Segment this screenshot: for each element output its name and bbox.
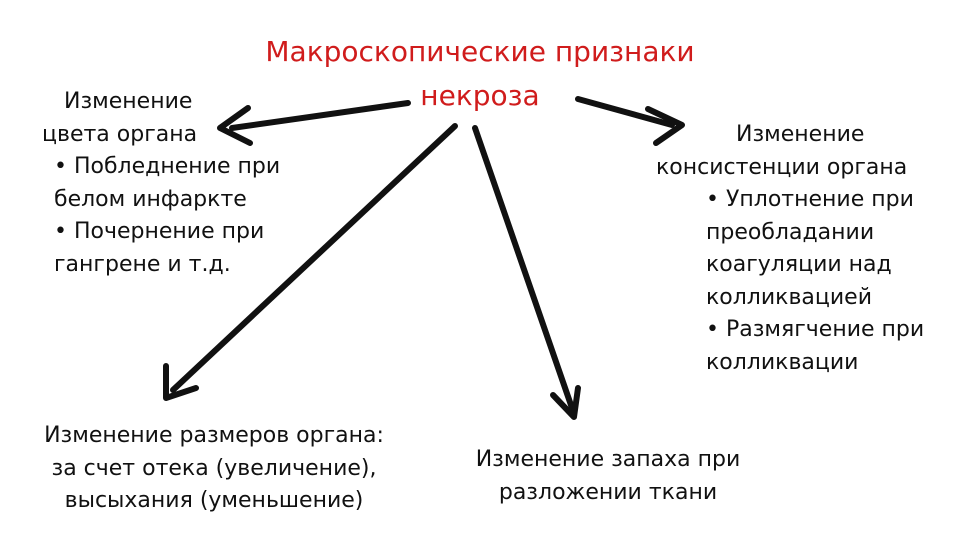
size-change-block: Изменение размеров органа: за счет отека…: [14, 420, 414, 518]
arrowhead-consistency-change: [645, 106, 685, 146]
arrowhead-smell-change: [550, 385, 581, 420]
consistency-item-1-cont-a: преобладании: [706, 219, 875, 245]
diagram-title: Макроскопические признаки некроза: [200, 30, 760, 118]
arrow-to-consistency-change: [575, 96, 675, 128]
size-change-line-3: высыхания (уменьшение): [64, 488, 364, 513]
consistency-item-1: • Уплотнение при: [706, 187, 914, 212]
consistency-item-1-cont-c: колликвацией: [706, 284, 873, 310]
arrow-to-color-change: [229, 100, 411, 131]
color-change-heading-2: цвета органа: [42, 121, 198, 147]
color-change-heading-1: Изменение: [64, 89, 193, 114]
color-change-item-1: • Побледнение при: [54, 154, 281, 179]
arrowhead-size-change: [163, 363, 199, 401]
title-line-2: некроза: [420, 79, 540, 112]
consistency-heading-2: консистенции органа: [656, 154, 908, 180]
size-change-line-2: за счет отека (увеличение),: [51, 455, 377, 481]
size-change-line-1: Изменение размеров органа:: [44, 423, 384, 448]
consistency-change-block: Изменение консистенции органа • Уплотнен…: [656, 119, 946, 379]
consistency-item-2: • Размягчение при: [706, 317, 925, 342]
consistency-item-1-cont-b: коагуляции над: [706, 252, 892, 277]
arrow-to-smell-change: [472, 125, 575, 411]
smell-change-line-1: Изменение запаха при: [475, 447, 741, 472]
color-change-item-2-cont: гангрене и т.д.: [54, 251, 231, 277]
color-change-block: Изменение цвета органа • Побледнение при…: [42, 86, 280, 281]
title-line-1: Макроскопические признаки: [265, 35, 695, 68]
consistency-heading-1: Изменение: [736, 122, 865, 147]
smell-change-line-2: разложении ткани: [498, 479, 718, 505]
consistency-item-2-cont: колликвации: [706, 349, 859, 375]
color-change-item-2: • Почернение при: [54, 219, 265, 244]
arrow-to-size-change: [170, 123, 458, 393]
arrowhead-color-change: [217, 105, 253, 146]
color-change-item-1-cont: белом инфаркте: [54, 186, 247, 212]
smell-change-block: Изменение запаха при разложении ткани: [458, 444, 758, 509]
